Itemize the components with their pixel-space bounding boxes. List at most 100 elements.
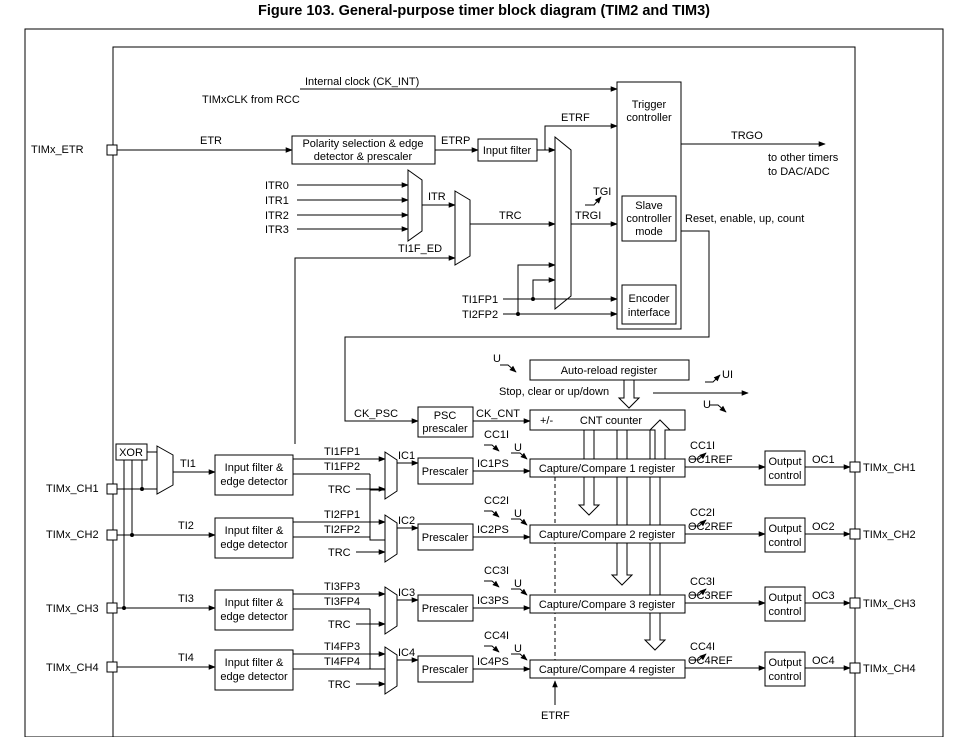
ti3-label: TI3 bbox=[178, 593, 194, 605]
capture-compare-register-3 bbox=[529, 594, 686, 614]
capture-compare-register-1 bbox=[529, 458, 686, 478]
ic-mux-4 bbox=[384, 646, 398, 695]
capture-compare-channels: Input filter &edge detectorTI1FP1TI1FP2T… bbox=[214, 429, 851, 695]
output-label-1-2: Output bbox=[768, 523, 801, 535]
cci-out-arrow-4 bbox=[690, 653, 707, 661]
fpb-label-1: TI1FP2 bbox=[324, 461, 360, 473]
fpa-label-2: TI2FP1 bbox=[324, 509, 360, 521]
etrf-bottom-label: ETRF bbox=[541, 710, 570, 722]
cci-out-label-2: CC2I bbox=[690, 507, 715, 519]
slave-label-3: mode bbox=[635, 226, 663, 238]
pin-ch3 bbox=[106, 602, 118, 614]
pin-out-ch4 bbox=[849, 662, 861, 674]
u-right-arrow bbox=[710, 404, 727, 413]
icps-label-3: IC3PS bbox=[477, 595, 509, 607]
cnt-counter bbox=[529, 409, 686, 431]
cci-arrow-4 bbox=[484, 645, 500, 653]
cross-wire-1 bbox=[369, 474, 385, 541]
fpa-label-4: TI4FP3 bbox=[324, 641, 360, 653]
cnt-to-cc3-arrow bbox=[610, 429, 634, 586]
trc-in-label-3: TRC bbox=[328, 619, 351, 631]
u-top-label: U bbox=[493, 353, 501, 365]
trigger-select-mux bbox=[554, 135, 572, 311]
itr3-label: ITR3 bbox=[265, 224, 289, 236]
ui-arrow bbox=[705, 374, 721, 383]
prescaler-block-3 bbox=[417, 594, 474, 622]
pin-ch1-label: TIMx_CH1 bbox=[46, 483, 99, 495]
junction-ti1fp1 bbox=[531, 297, 535, 301]
output-label-2-2: control bbox=[768, 537, 801, 549]
ocref-label-4: OC4REF bbox=[688, 655, 733, 667]
cci-out-label-4: CC4I bbox=[690, 641, 715, 653]
fpa-label-3: TI3FP3 bbox=[324, 581, 360, 593]
polarity-label-2: detector & prescaler bbox=[314, 151, 413, 163]
slave-label-2: controller bbox=[626, 213, 672, 225]
pin-out-ch4-label: TIMx_CH4 bbox=[863, 663, 916, 675]
encoder-interface-block bbox=[621, 284, 677, 325]
ck-psc-label: CK_PSC bbox=[354, 408, 398, 420]
to-dac-label: to DAC/ADC bbox=[768, 166, 830, 178]
psc-label-2: prescaler bbox=[422, 423, 468, 435]
cci-label-2: CC2I bbox=[484, 495, 509, 507]
encoder-label-2: interface bbox=[628, 307, 670, 319]
trc-label: TRC bbox=[499, 210, 522, 222]
junction-ch2 bbox=[130, 533, 134, 537]
ic-label-2: IC2 bbox=[398, 515, 415, 527]
pin-out-ch1-label: TIMx_CH1 bbox=[863, 462, 916, 474]
ti1fp1-to-mux bbox=[532, 277, 556, 299]
ck-cnt-label: CK_CNT bbox=[476, 408, 520, 420]
etrf-line bbox=[544, 123, 618, 150]
output-label-1-1: Output bbox=[768, 456, 801, 468]
itr-label: ITR bbox=[428, 191, 446, 203]
pin-ch2-label: TIMx_CH2 bbox=[46, 529, 99, 541]
cci-out-arrow-3 bbox=[690, 588, 707, 596]
input-filter-edge-detector-2 bbox=[214, 517, 294, 559]
pin-etr bbox=[106, 144, 118, 156]
cross-wire-2 bbox=[369, 489, 385, 538]
ocref-label-1: OC1REF bbox=[688, 454, 733, 466]
u-right-label: U bbox=[703, 399, 711, 411]
ic-mux-2 bbox=[384, 514, 398, 563]
output-label-2-3: control bbox=[768, 606, 801, 618]
register-label-2: Capture/Compare 2 register bbox=[539, 529, 676, 541]
u-top-arrow bbox=[500, 364, 517, 373]
cci-label-1: CC1I bbox=[484, 429, 509, 441]
u-arrow-4 bbox=[511, 653, 528, 661]
icps-label-2: IC2PS bbox=[477, 524, 509, 536]
prescaler-block-4 bbox=[417, 655, 474, 683]
icps-label-4: IC4PS bbox=[477, 656, 509, 668]
pin-ch2 bbox=[106, 529, 118, 541]
capture-compare-register-4 bbox=[529, 659, 686, 679]
outer-frame bbox=[24, 28, 944, 737]
u-arrow-3 bbox=[511, 588, 528, 596]
cci-out-label-1: CC1I bbox=[690, 440, 715, 452]
ck-int-label: Internal clock (CK_INT) bbox=[305, 76, 419, 88]
u-label-4: U bbox=[514, 643, 522, 655]
psc-prescaler-block bbox=[417, 406, 474, 438]
polarity-label-1: Polarity selection & edge bbox=[302, 138, 423, 150]
ui-label: UI bbox=[722, 369, 733, 381]
u-label-1: U bbox=[514, 442, 522, 454]
output-control-1 bbox=[764, 450, 806, 486]
fpa-label-1: TI1FP1 bbox=[324, 446, 360, 458]
pin-out-ch3 bbox=[849, 597, 861, 609]
cci-arrow-1 bbox=[484, 444, 500, 452]
ti4-label: TI4 bbox=[178, 652, 194, 664]
ic-mux-3 bbox=[384, 586, 398, 635]
psc-label-1: PSC bbox=[434, 410, 457, 422]
etrf-label: ETRF bbox=[561, 112, 590, 124]
filter-label-2-1: edge detector bbox=[220, 476, 288, 488]
arr-to-cnt-arrow bbox=[617, 379, 641, 409]
prescaler-label-3: Prescaler bbox=[422, 603, 469, 615]
timxclk-label: TIMxCLK from RCC bbox=[202, 94, 300, 106]
prescaler-label-2: Prescaler bbox=[422, 532, 469, 544]
trigger-label-2: controller bbox=[626, 112, 672, 124]
pin-ch4-label: TIMx_CH4 bbox=[46, 662, 99, 674]
reset-label: Reset, enable, up, count bbox=[685, 213, 804, 225]
oc-label-3: OC3 bbox=[812, 590, 835, 602]
cci-label-4: CC4I bbox=[484, 630, 509, 642]
auto-reload-register bbox=[529, 359, 690, 381]
pin-out-ch2-label: TIMx_CH2 bbox=[863, 529, 916, 541]
polarity-selection-block bbox=[291, 135, 436, 165]
slave-label-1: Slave bbox=[635, 200, 663, 212]
